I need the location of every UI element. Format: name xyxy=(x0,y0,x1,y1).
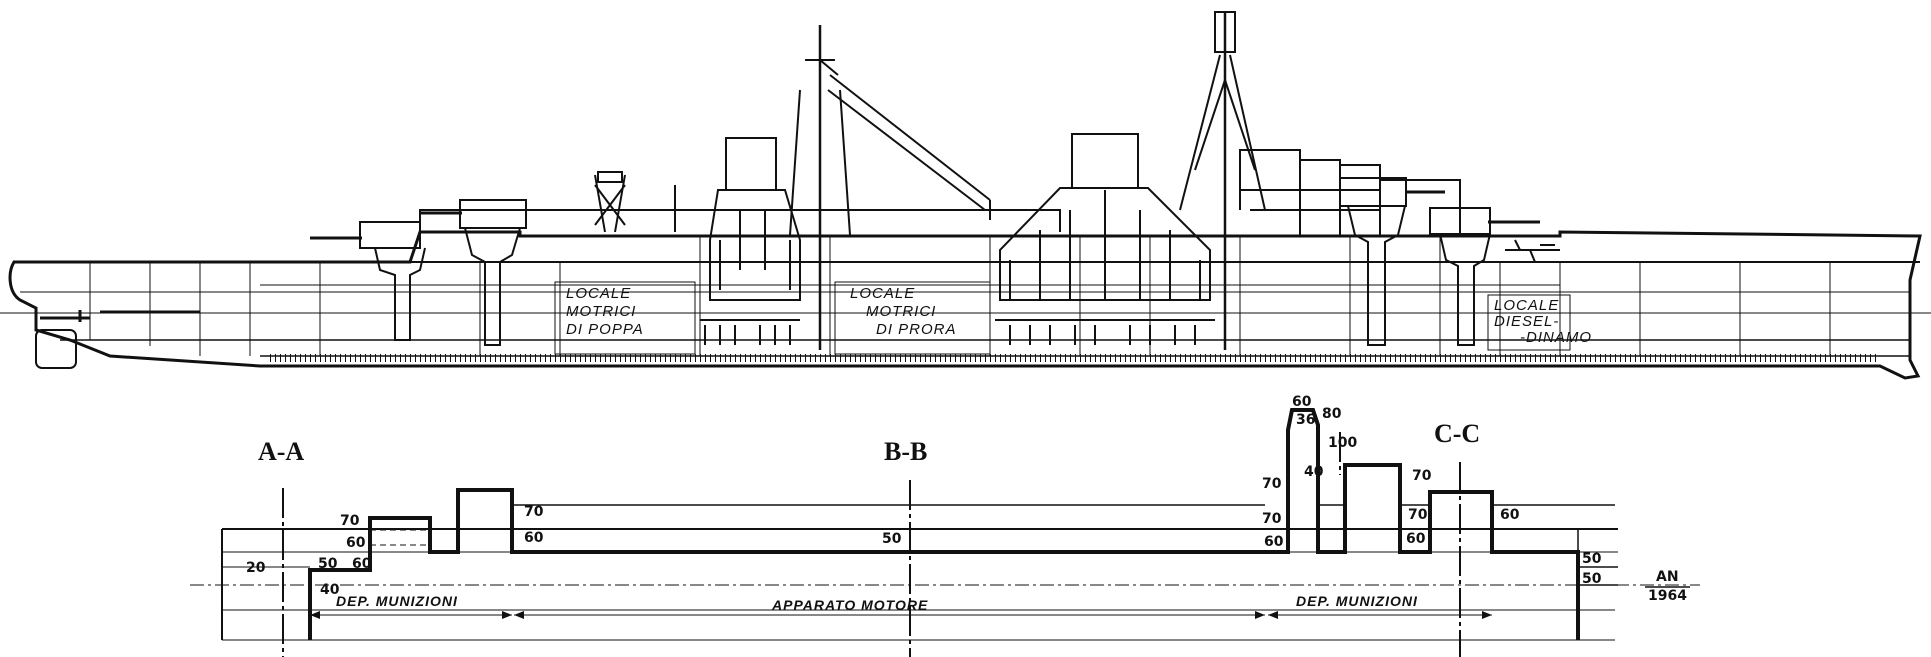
foremast xyxy=(1179,11,1266,350)
svg-text:36: 36 xyxy=(1296,412,1315,428)
svg-text:-DINAMO: -DINAMO xyxy=(1520,329,1592,346)
svg-text:DI PRORA: DI PRORA xyxy=(876,321,957,338)
svg-text:LOCALE: LOCALE xyxy=(566,285,631,302)
ship-profile xyxy=(0,11,1931,380)
svg-text:LOCALE: LOCALE xyxy=(1494,297,1559,314)
svg-text:LOCALE: LOCALE xyxy=(850,285,915,302)
svg-text:70: 70 xyxy=(524,504,544,520)
aft-rangefinder-tower xyxy=(594,171,676,233)
compartment-label-forward-engines: LOCALE MOTRICI DI PRORA xyxy=(850,285,957,338)
svg-text:70: 70 xyxy=(1408,507,1428,523)
aft-turret-1 xyxy=(310,221,426,341)
section-label-a-a: A-A xyxy=(258,437,304,466)
svg-text:50: 50 xyxy=(1582,551,1602,567)
svg-text:MOTRICI: MOTRICI xyxy=(566,303,636,320)
aft-turret-2 xyxy=(420,199,527,346)
svg-text:AN: AN xyxy=(1656,569,1679,585)
svg-text:50: 50 xyxy=(882,531,902,547)
compartment-label-aft-engines: LOCALE MOTRICI DI POPPA xyxy=(566,285,644,338)
svg-text:40: 40 xyxy=(320,582,340,598)
armor-scheme xyxy=(190,408,1700,657)
forward-funnel xyxy=(995,133,1215,345)
svg-text:60: 60 xyxy=(346,535,366,551)
drafter-signature: AN 1964 xyxy=(1648,569,1687,604)
svg-text:60: 60 xyxy=(1500,507,1520,523)
svg-text:MOTRICI: MOTRICI xyxy=(866,303,936,320)
band-label-ammo-aft: DEP. MUNIZIONI xyxy=(336,593,458,609)
svg-text:70: 70 xyxy=(1262,511,1282,527)
svg-text:60: 60 xyxy=(524,530,544,546)
section-label-c-c: C-C xyxy=(1434,419,1480,448)
svg-text:DIESEL-: DIESEL- xyxy=(1494,313,1559,330)
aircraft-on-deck xyxy=(1505,239,1560,263)
forward-turret-1 xyxy=(1339,177,1445,346)
svg-text:60: 60 xyxy=(1406,531,1426,547)
svg-text:60: 60 xyxy=(352,556,372,572)
svg-text:50: 50 xyxy=(318,556,338,572)
svg-text:20: 20 xyxy=(246,560,266,576)
hull-outline xyxy=(8,230,1922,380)
band-label-ammo-fwd: DEP. MUNIZIONI xyxy=(1296,593,1418,609)
aft-funnel xyxy=(700,137,801,345)
compartment-label-diesel-dynamo: LOCALE DIESEL- -DINAMO xyxy=(1494,297,1592,346)
svg-text:80: 80 xyxy=(1322,406,1342,422)
forward-turret-2 xyxy=(1429,207,1540,346)
armor-thickness-labels: 70 60 50 60 20 40 70 60 50 60 80 36 100 … xyxy=(246,394,1602,598)
svg-text:60: 60 xyxy=(1264,534,1284,550)
svg-text:70: 70 xyxy=(340,513,360,529)
svg-text:70: 70 xyxy=(1262,476,1282,492)
svg-text:100: 100 xyxy=(1328,435,1357,451)
svg-text:1964: 1964 xyxy=(1648,588,1687,604)
section-label-b-b: B-B xyxy=(884,437,927,466)
svg-text:50: 50 xyxy=(1582,571,1602,587)
svg-text:DI POPPA: DI POPPA xyxy=(566,321,644,338)
svg-text:70: 70 xyxy=(1412,468,1432,484)
band-label-machinery: APPARATO MOTORE xyxy=(771,597,928,613)
svg-text:60: 60 xyxy=(1292,394,1312,410)
mainmast-with-crane xyxy=(789,25,991,350)
svg-text:40: 40 xyxy=(1304,464,1324,480)
